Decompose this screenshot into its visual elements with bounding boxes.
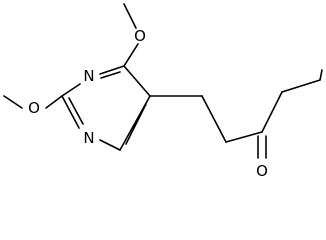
bond-n1-c6 <box>99 139 121 151</box>
bond-n3-c2 <box>61 83 81 97</box>
atom-label-n1: N <box>83 129 94 147</box>
bond-c4-o <box>123 43 139 67</box>
pyrimidine-ring <box>61 65 151 151</box>
bond-c5-c4 <box>123 65 151 97</box>
methoxy-left <box>3 95 63 109</box>
chemical-structure-diagram: N N O O O <box>3 3 323 180</box>
bond-o-ch3-top <box>123 3 137 29</box>
bond-c4-n3 <box>99 65 125 75</box>
methoxy-top <box>123 3 139 67</box>
bond-ch2a-ch2b <box>201 95 227 143</box>
bond-c2-n1 <box>61 95 80 129</box>
bond-c2-o <box>45 95 63 109</box>
bond-ch2-ch3 <box>319 69 323 81</box>
bond-c4-n3-inner <box>100 71 121 79</box>
bond-c6-c5-inner <box>125 103 147 145</box>
bond-c2-n1-inner <box>68 97 84 125</box>
side-chain <box>149 69 323 159</box>
bond-ch2b-carbonyl <box>225 131 263 143</box>
atom-label-o-top: O <box>134 27 146 45</box>
atom-label-o-left: O <box>28 99 40 117</box>
atom-label-n3: N <box>83 67 94 85</box>
bond-ch2-ch2 <box>281 79 321 93</box>
bond-o-ch3-left <box>3 95 23 109</box>
bond-carbonyl-ch2 <box>261 91 283 133</box>
atom-label-o-ketone: O <box>256 162 268 180</box>
